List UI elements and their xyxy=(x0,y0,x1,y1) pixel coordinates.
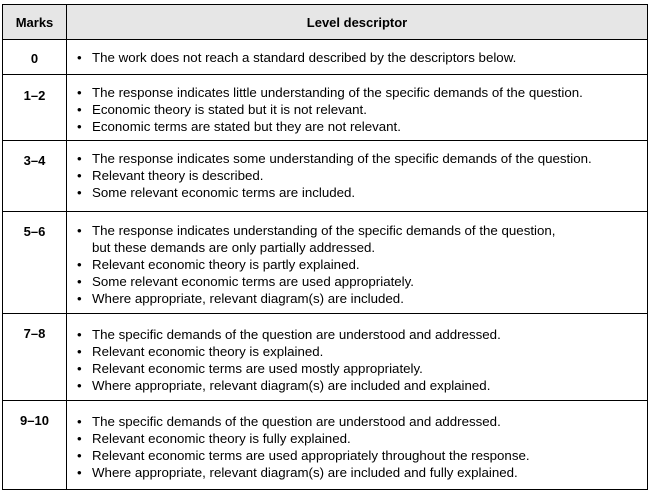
marks-cell: 1–2 xyxy=(2,74,67,141)
list-item: • Where appropriate, relevant diagram(s) … xyxy=(77,377,639,394)
marks-value: 9–10 xyxy=(20,413,49,428)
descriptor-text: The response indicates understanding of … xyxy=(92,223,556,238)
descriptor-list: • The specific demands of the question ar… xyxy=(77,314,639,394)
marks-column-header: Marks xyxy=(2,4,67,40)
list-item: • Economic terms are stated but they are … xyxy=(77,118,639,135)
bullet-icon: • xyxy=(77,102,82,117)
header-row: Marks Level descriptor xyxy=(2,4,648,40)
marks-value: 7–8 xyxy=(23,326,46,341)
descriptor-text: Some relevant economic terms are used ap… xyxy=(92,274,414,289)
table-row: 7–8 • The specific demands of the question… xyxy=(2,313,648,401)
bullet-icon: • xyxy=(77,291,82,306)
descriptor-text: The response indicates some understandin… xyxy=(92,151,592,166)
bullet-icon: • xyxy=(77,85,82,100)
descriptor-cell: • The response indicates understanding of… xyxy=(66,211,648,314)
descriptor-text: Economic theory is stated but it is not … xyxy=(92,102,367,117)
bullet-icon: • xyxy=(77,274,82,289)
bullet-icon: • xyxy=(77,414,82,429)
descriptor-list: • The specific demands of the question ar… xyxy=(77,401,639,481)
table-row: 5–6 • The response indicates understanding… xyxy=(2,211,648,314)
table-body: 0 • The work does not reach a standard des… xyxy=(2,39,648,490)
bullet-icon: • xyxy=(77,378,82,393)
descriptor-column-header: Level descriptor xyxy=(66,4,648,40)
descriptor-text: Economic terms are stated but they are n… xyxy=(92,119,401,134)
bullet-icon: • xyxy=(77,465,82,480)
list-item: • The response indicates understanding of… xyxy=(77,222,639,256)
descriptor-text: Where appropriate, relevant diagram(s) a… xyxy=(92,465,518,480)
list-item: • Relevant economic theory is partly expl… xyxy=(77,256,639,273)
marks-cell: 5–6 xyxy=(2,211,67,314)
descriptor-cell: • The work does not reach a standard desc… xyxy=(66,39,648,75)
markscheme-table: Marks Level descriptor 0 • The work does n… xyxy=(2,4,648,490)
list-item: • Some relevant economic terms are used a… xyxy=(77,273,639,290)
descriptor-text: Relevant economic terms are used appropr… xyxy=(92,448,530,463)
table-row: 3–4 • The response indicates some understa… xyxy=(2,140,648,212)
descriptor-cell: • The specific demands of the question ar… xyxy=(66,400,648,490)
list-item: • Where appropriate, relevant diagram(s) … xyxy=(77,464,639,481)
list-item: • Some relevant economic terms are includ… xyxy=(77,184,639,201)
list-item: • The response indicates some understandi… xyxy=(77,150,639,167)
descriptor-text: Relevant economic theory is explained. xyxy=(92,344,324,359)
descriptor-list: • The response indicates understanding of… xyxy=(77,212,639,307)
bullet-icon: • xyxy=(77,119,82,134)
list-item: • The specific demands of the question ar… xyxy=(77,413,639,430)
list-item: • Relevant economic theory is fully expla… xyxy=(77,430,639,447)
marks-cell: 7–8 xyxy=(2,313,67,401)
descriptor-text: Relevant economic theory is fully explai… xyxy=(92,431,351,446)
bullet-icon: • xyxy=(77,185,82,200)
descriptor-cell: • The specific demands of the question ar… xyxy=(66,313,648,401)
marks-value: 0 xyxy=(30,51,39,66)
list-item: • The work does not reach a standard desc… xyxy=(77,49,639,66)
table-row: 9–10 • The specific demands of the questio… xyxy=(2,400,648,490)
bullet-icon: • xyxy=(77,168,82,183)
descriptor-list: • The response indicates some understandi… xyxy=(77,141,639,201)
descriptor-text: The response indicates little understand… xyxy=(92,85,583,100)
marks-value: 3–4 xyxy=(23,153,46,168)
descriptor-list: • The work does not reach a standard desc… xyxy=(77,40,639,66)
descriptor-cell: • The response indicates little understan… xyxy=(66,74,648,141)
bullet-icon: • xyxy=(77,448,82,463)
marks-cell: 0 xyxy=(2,39,67,75)
list-item: • Where appropriate, relevant diagram(s) … xyxy=(77,290,639,307)
list-item: • The specific demands of the question ar… xyxy=(77,326,639,343)
marks-cell: 3–4 xyxy=(2,140,67,212)
descriptor-text: but these demands are only partially add… xyxy=(92,240,376,255)
descriptor-text: The specific demands of the question are… xyxy=(92,327,501,342)
marks-cell: 9–10 xyxy=(2,400,67,490)
marks-value: 1–2 xyxy=(23,88,46,103)
bullet-icon: • xyxy=(77,151,82,166)
descriptor-text: Relevant economic terms are used mostly … xyxy=(92,361,423,376)
descriptor-text: Relevant economic theory is partly expla… xyxy=(92,257,360,272)
bullet-icon: • xyxy=(77,257,82,272)
descriptor-text: Some relevant economic terms are include… xyxy=(92,185,356,200)
marks-value: 5–6 xyxy=(23,224,46,239)
table-row: 0 • The work does not reach a standard des… xyxy=(2,39,648,75)
descriptor-text: Where appropriate, relevant diagram(s) a… xyxy=(92,378,491,393)
bullet-icon: • xyxy=(77,344,82,359)
list-item: • Relevant economic theory is explained. xyxy=(77,343,639,360)
descriptor-cell: • The response indicates some understandi… xyxy=(66,140,648,212)
descriptor-text: The specific demands of the question are… xyxy=(92,414,501,429)
list-item: • Relevant theory is described. xyxy=(77,167,639,184)
descriptor-list: • The response indicates little understan… xyxy=(77,75,639,135)
descriptor-text: Relevant theory is described. xyxy=(92,168,264,183)
list-item: • Relevant economic terms are used approp… xyxy=(77,447,639,464)
bullet-icon: • xyxy=(77,50,82,65)
descriptor-text: The work does not reach a standard descr… xyxy=(92,50,517,65)
bullet-icon: • xyxy=(77,431,82,446)
list-item: • The response indicates little understan… xyxy=(77,84,639,101)
descriptor-text: Where appropriate, relevant diagram(s) a… xyxy=(92,291,404,306)
bullet-icon: • xyxy=(77,361,82,376)
bullet-icon: • xyxy=(77,223,82,238)
list-item: • Economic theory is stated but it is not… xyxy=(77,101,639,118)
table-row: 1–2 • The response indicates little unders… xyxy=(2,74,648,141)
bullet-icon: • xyxy=(77,327,82,342)
list-item: • Relevant economic terms are used mostly… xyxy=(77,360,639,377)
